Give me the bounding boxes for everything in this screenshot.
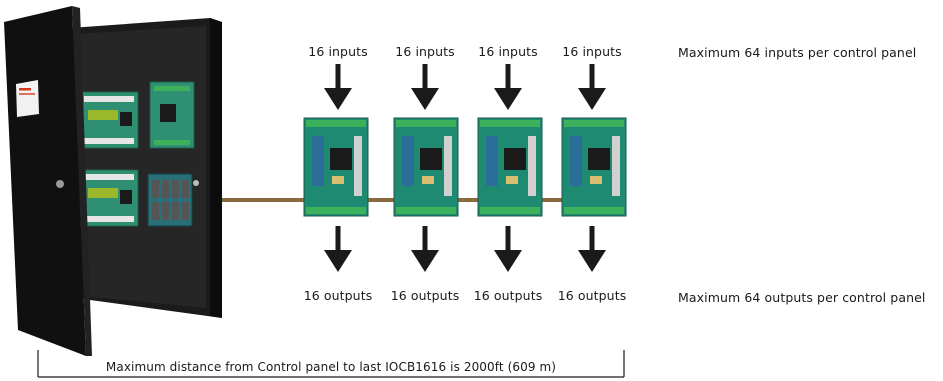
cabinet-board-bottom-right [147, 173, 193, 227]
io-module [303, 117, 369, 217]
cabinet-board-bottom-left [79, 169, 139, 227]
down-arrow-icon [324, 226, 352, 272]
module-2-input-label: 16 inputs [395, 44, 455, 59]
down-arrow-icon [411, 226, 439, 272]
output-arrows [324, 226, 606, 272]
max-outputs-note: Maximum 64 outputs per control panel [678, 290, 926, 305]
cabinet-door [4, 6, 86, 356]
door-label [16, 80, 39, 117]
down-arrow-icon [494, 64, 522, 110]
cabinet-board-top-left [79, 91, 139, 149]
io-modules [303, 117, 627, 217]
down-arrow-icon [494, 226, 522, 272]
down-arrow-icon [324, 64, 352, 110]
max-inputs-note: Maximum 64 inputs per control panel [678, 45, 917, 60]
cabinet-board-top-right [149, 81, 195, 149]
door-handle [56, 180, 64, 188]
io-module [561, 117, 627, 217]
io-module [393, 117, 459, 217]
down-arrow-icon [578, 64, 606, 110]
max-distance-note: Maximum distance from Control panel to l… [105, 360, 557, 374]
module-1-output-label: 16 outputs [303, 288, 373, 303]
module-4-input-label: 16 inputs [562, 44, 622, 59]
control-panel-cabinet [4, 6, 222, 356]
module-1-input-label: 16 inputs [308, 44, 368, 59]
down-arrow-icon [411, 64, 439, 110]
down-arrow-icon [578, 226, 606, 272]
module-3-input-label: 16 inputs [478, 44, 538, 59]
input-arrows [324, 64, 606, 110]
module-3-output-label: 16 outputs [473, 288, 543, 303]
module-2-output-label: 16 outputs [390, 288, 460, 303]
distance-bracket [37, 350, 625, 378]
cabinet-latch [193, 180, 199, 186]
module-4-output-label: 16 outputs [557, 288, 627, 303]
io-module [477, 117, 543, 217]
